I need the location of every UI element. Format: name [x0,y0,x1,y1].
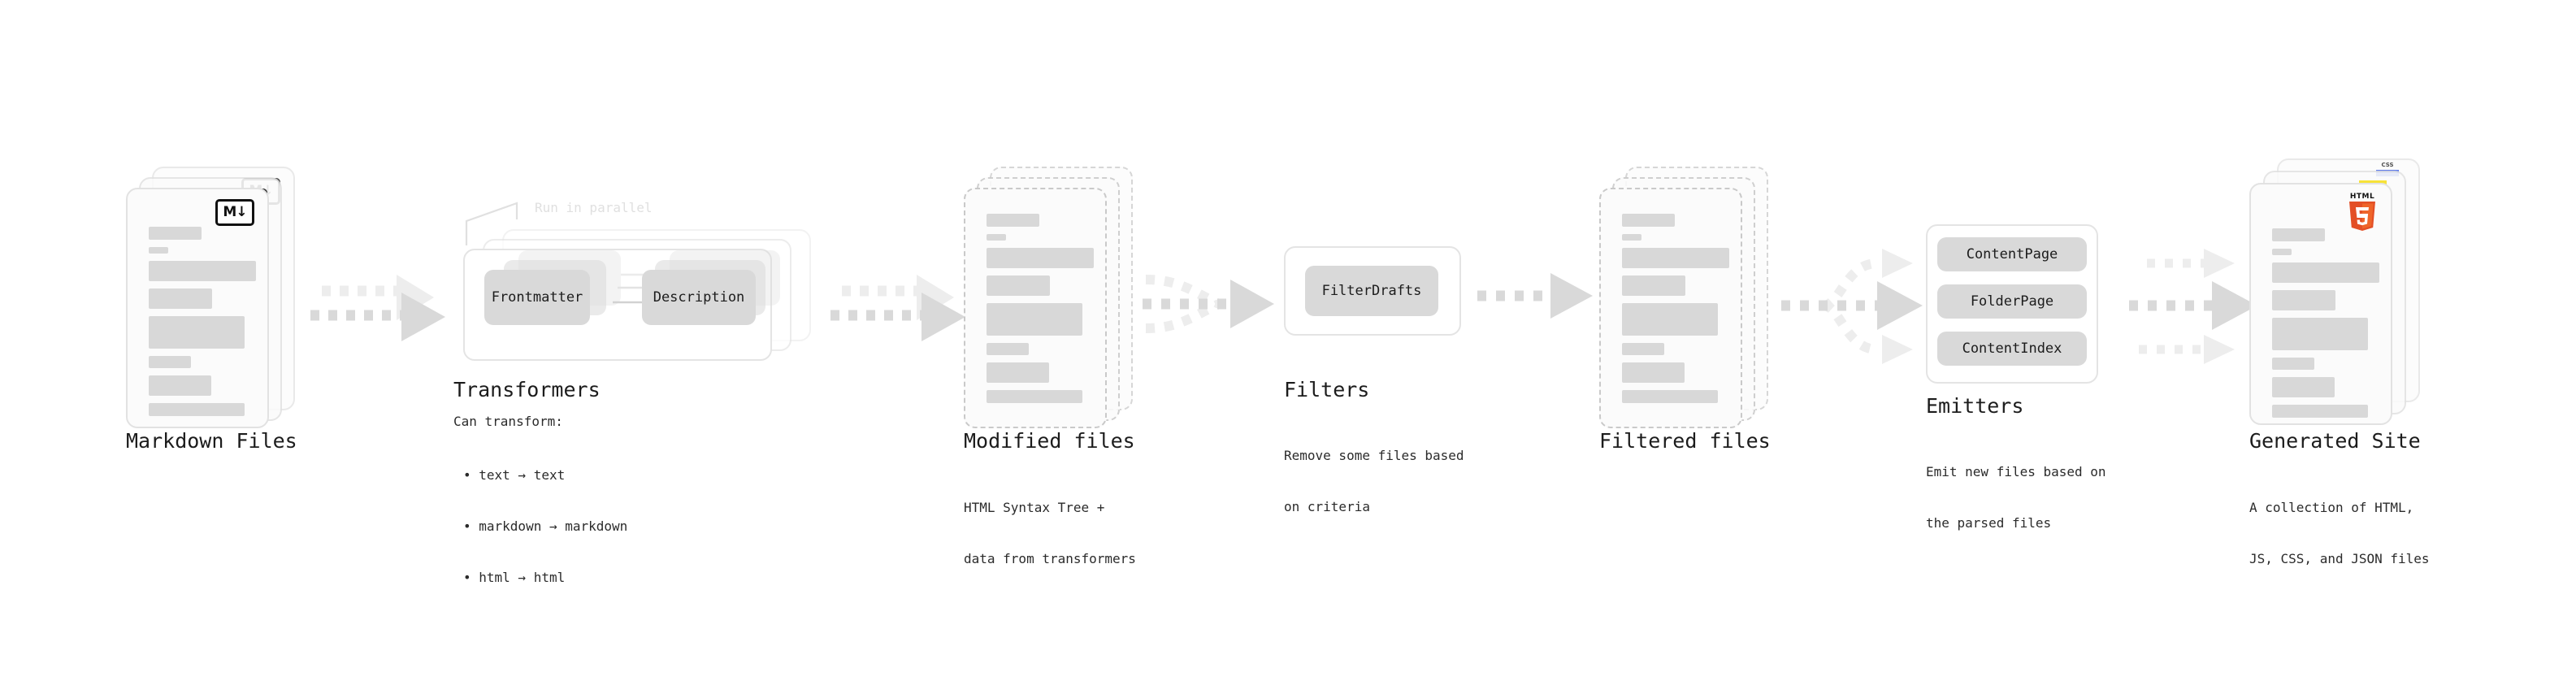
skeleton-line [1622,248,1729,268]
generated-site-stack: CSS HTML [2249,158,2424,427]
skeleton-line [149,375,211,396]
markdown-icon: M↓ [215,199,254,226]
emitters-subtitle-line: Emit new files based on [1926,464,2106,479]
connector-transformers-to-modified [830,273,977,362]
chip-folderpage[interactable]: FolderPage [1937,284,2087,319]
skeleton-line [2272,358,2314,370]
document-skeleton-lines [987,214,1094,410]
skeleton-line [987,390,1082,403]
filters-subtitle: Remove some files based on criteria [1284,413,1464,549]
emitters-subtitle: Emit new files based on the parsed files [1926,429,2106,566]
modified-files-subtitle: HTML Syntax Tree + data from transformer… [964,465,1136,601]
emitters-subtitle-line: the parsed files [1926,515,2052,531]
skeleton-line [149,227,202,240]
modified-files-subtitle-line: data from transformers [964,551,1136,566]
skeleton-line [2272,377,2335,397]
stage-filters: FilterDrafts [1284,246,1463,336]
filters-subtitle-line: on criteria [1284,499,1370,514]
skeleton-line [987,362,1049,383]
skeleton-line [149,247,168,254]
svg-text:HTML: HTML [2350,193,2374,201]
modified-files-subtitle-line: HTML Syntax Tree + [964,500,1105,515]
skeleton-line [1622,275,1685,296]
generated-site-subtitle: A collection of HTML, JS, CSS, and JSON … [2249,465,2430,601]
chip-contentpage-label: ContentPage [1966,246,2058,262]
markdown-file-stack: M↓ M↓ M↓ [126,167,297,428]
skeleton-line [1622,303,1718,336]
connector-modified-to-filters [1138,254,1292,359]
run-in-parallel-label: Run in parallel [535,200,653,215]
stage-filtered-files [1599,167,1770,428]
skeleton-line [149,261,256,281]
skeleton-line [149,356,191,368]
transformers-subtitle-item: • html → html [463,570,566,585]
skeleton-line [149,288,212,309]
skeleton-line [987,275,1050,296]
chip-description-label: Description [653,289,745,306]
skeleton-line [2272,318,2368,350]
chip-folderpage-label: FolderPage [1970,293,2054,310]
transformers-subtitle-intro: Can transform: [453,414,563,429]
stage-generated-site: CSS HTML [2249,158,2424,427]
document-skeleton-lines [149,227,256,423]
skeleton-line [987,343,1029,355]
skeleton-line [2272,405,2368,418]
skeleton-line [2272,262,2379,283]
skeleton-line [987,303,1082,336]
skeleton-line [149,316,245,349]
stage-emitters: ContentPage FolderPage ContentIndex [1926,224,2105,384]
transformers-subtitle-item: • text → text [463,467,566,483]
filtered-file-stack [1599,167,1770,428]
stage-label-filtered-files: Filtered files [1599,429,1771,453]
skeleton-line [987,248,1094,268]
stage-markdown-files: M↓ M↓ M↓ [126,167,297,428]
run-in-parallel-bracket [463,193,544,250]
skeleton-line [1622,362,1685,383]
generated-card-front: HTML [2249,183,2392,425]
skeleton-line [2272,249,2292,255]
html5-icon: HTML [2345,191,2379,233]
modified-file-stack [964,167,1134,428]
stage-label-generated-site: Generated Site [2249,429,2421,453]
skeleton-line [1622,234,1641,241]
filtered-card-front [1599,188,1742,428]
generated-site-subtitle-line: A collection of HTML, [2249,500,2414,515]
connector-filters-to-filtered [1477,273,1607,338]
stage-transformers: Run in parallel [457,193,830,361]
chip-contentpage[interactable]: ContentPage [1937,237,2087,271]
modified-card-front [964,188,1107,428]
connector-md-to-transformers [310,273,457,362]
chip-filterdrafts-label: FilterDrafts [1321,283,1422,299]
generated-site-subtitle-line: JS, CSS, and JSON files [2249,551,2430,566]
transformers-subtitle-item: • markdown → markdown [463,518,628,534]
filters-subtitle-line: Remove some files based [1284,448,1464,463]
connector-filtered-to-emitters [1776,228,1939,382]
skeleton-line [2272,228,2325,241]
stage-label-markdown-files: Markdown Files [126,429,297,453]
markdown-card-front: M↓ [126,188,269,428]
skeleton-line [1622,214,1675,227]
stage-label-filters: Filters [1284,378,1370,401]
skeleton-line [1622,343,1664,355]
chip-contentindex-label: ContentIndex [1962,340,2062,357]
chip-description[interactable]: Description [642,270,756,325]
skeleton-line [987,234,1006,241]
chip-contentindex[interactable]: ContentIndex [1937,332,2087,366]
chip-frontmatter[interactable]: Frontmatter [484,270,590,325]
document-skeleton-lines [1622,214,1729,410]
stage-modified-files [964,167,1134,428]
skeleton-line [1622,390,1718,403]
chip-frontmatter-label: Frontmatter [491,289,583,306]
connector-emitters-to-site [2116,228,2270,382]
transformers-subtitle-list: • text → text • markdown → markdown • ht… [463,432,627,620]
stage-label-emitters: Emitters [1926,394,2024,418]
stage-label-transformers: Transformers [453,378,601,401]
stage-label-modified-files: Modified files [964,429,1135,453]
document-skeleton-lines [2272,228,2379,425]
skeleton-line [149,403,245,416]
chip-filterdrafts[interactable]: FilterDrafts [1305,266,1438,316]
skeleton-line [2272,290,2335,310]
skeleton-line [987,214,1039,227]
